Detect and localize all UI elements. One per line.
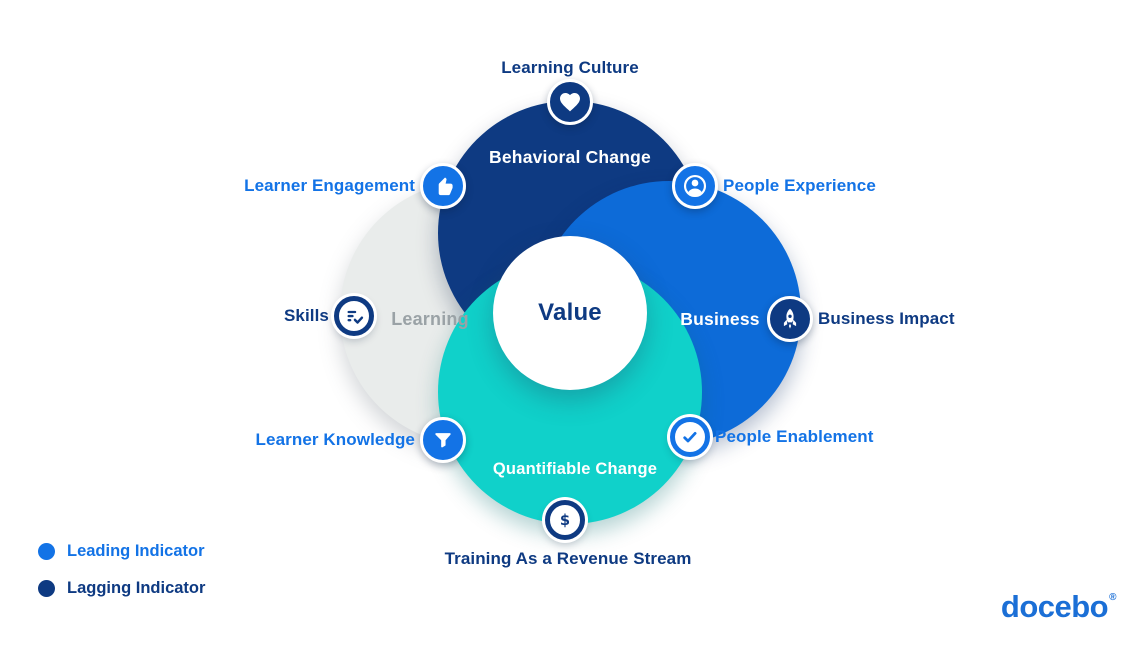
check-icon — [670, 417, 710, 457]
skills-label: Skills — [283, 306, 329, 325]
learner-engagement-label: Learner Engagement — [244, 176, 415, 195]
lagging-indicator-label: Lagging Indicator — [67, 578, 206, 597]
training-revenue-stream-label: Training As a Revenue Stream — [444, 549, 692, 568]
docebo-logo: docebo ® — [1000, 589, 1117, 625]
learning-culture-label: Learning Culture — [501, 58, 639, 77]
value-label: Value — [538, 299, 602, 326]
behavioral-change-label: Behavioral Change — [489, 147, 651, 167]
leading-indicator-dot-icon — [38, 542, 55, 560]
people-enablement-label: People Enablement — [715, 427, 874, 446]
logo-text: docebo — [1000, 589, 1109, 624]
checklist-icon — [334, 296, 374, 336]
people-experience-label: People Experience — [723, 176, 876, 195]
funnel-icon — [420, 417, 466, 463]
lagging-indicator-dot-icon — [38, 579, 55, 597]
learner-knowledge-label: Learner Knowledge — [255, 430, 415, 449]
thumbs-up-icon — [420, 163, 466, 209]
leading-indicator-label: Leading Indicator — [67, 541, 205, 560]
person-icon — [672, 163, 718, 209]
learning-label: Learning — [391, 309, 469, 329]
heart-icon — [547, 79, 593, 125]
dollar-icon: $ — [545, 500, 585, 540]
legend-item-lagging: Lagging Indicator — [38, 576, 205, 600]
legend-item-leading: Leading Indicator — [38, 539, 205, 563]
business-impact-label: Business Impact — [818, 309, 955, 328]
rocket-icon — [767, 296, 813, 342]
quantifiable-change-label: Quantifiable Change — [492, 460, 658, 478]
value-circle: Value — [493, 236, 647, 390]
registered-trademark-icon: ® — [1109, 592, 1116, 603]
business-label: Business — [680, 309, 760, 329]
svg-text:$: $ — [560, 512, 570, 529]
legend: Leading Indicator Lagging Indicator — [38, 539, 205, 613]
